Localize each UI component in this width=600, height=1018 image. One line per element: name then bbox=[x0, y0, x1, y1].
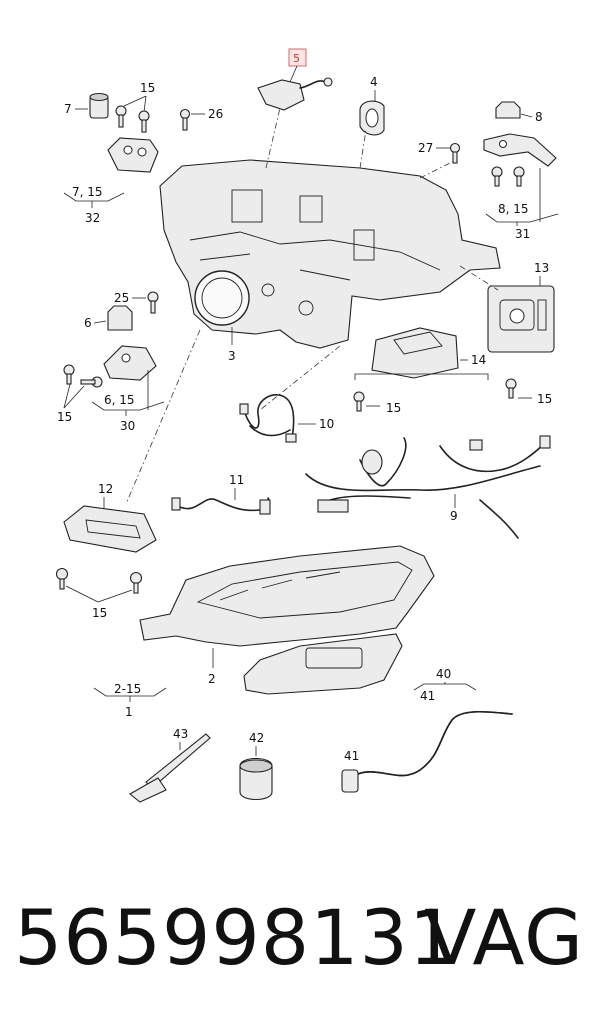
callout-3: 3 bbox=[228, 349, 236, 363]
callout-1: 1 bbox=[125, 705, 133, 719]
brand-name: VAG bbox=[424, 893, 584, 982]
callout-32-sub: 7, 15 bbox=[72, 185, 103, 199]
callout-15-left: 15 bbox=[57, 410, 72, 424]
part-3-headlight-housing[interactable]: 3 bbox=[159, 159, 501, 363]
callout-15-mid: 15 bbox=[386, 401, 401, 415]
callout-41-top: 41 bbox=[420, 689, 435, 703]
part-7-nut[interactable]: 7 bbox=[64, 92, 109, 119]
callout-5-box bbox=[288, 48, 307, 67]
callout-10: 10 bbox=[319, 417, 334, 431]
callout-30-sub: 6, 15 bbox=[104, 393, 135, 407]
part-1-assembly: 2-15 1 bbox=[93, 682, 167, 719]
callout-13: 13 bbox=[534, 261, 549, 275]
actuator-body bbox=[257, 79, 305, 111]
callout-15-right: 15 bbox=[537, 392, 552, 406]
part-40-hose[interactable]: 40 41 41 bbox=[341, 667, 513, 793]
part-43-cable-tie[interactable]: 43 bbox=[129, 727, 211, 803]
callout-1-sub: 2-15 bbox=[114, 682, 141, 696]
callout-27: 27 bbox=[418, 141, 433, 155]
callout-30: 30 bbox=[120, 419, 135, 433]
part-31-bracket[interactable]: 8, 15 31 bbox=[483, 133, 559, 241]
callout-2: 2 bbox=[208, 672, 216, 686]
part-10-wiring[interactable]: 10 bbox=[239, 394, 334, 443]
callout-25: 25 bbox=[114, 291, 129, 305]
callout-8: 8 bbox=[535, 110, 543, 124]
part-4-grommet[interactable]: 4 bbox=[359, 75, 385, 136]
part-26-screw[interactable]: 26 bbox=[179, 107, 224, 131]
callout-12: 12 bbox=[98, 482, 113, 496]
callout-15-bottom: 15 bbox=[92, 606, 107, 620]
part-27-screw[interactable]: 27 bbox=[418, 141, 461, 164]
part-32-bracket[interactable]: 7, 15 32 bbox=[63, 137, 159, 225]
callout-14: 14 bbox=[471, 353, 486, 367]
callout-42: 42 bbox=[249, 731, 264, 745]
part-15-screws-top[interactable]: 15 bbox=[115, 81, 155, 133]
part-25-screw[interactable]: 25 bbox=[114, 291, 159, 314]
callout-32: 32 bbox=[85, 211, 100, 225]
part-11-wiring[interactable]: 11 bbox=[171, 473, 271, 515]
part-13-control-unit[interactable]: 13 bbox=[487, 261, 555, 353]
callout-7: 7 bbox=[64, 102, 72, 116]
part-15-screw-mid[interactable]: 15 15 bbox=[353, 378, 552, 415]
part-5-actuator[interactable]: 5 bbox=[257, 48, 333, 111]
exploded-parts-diagram: 5 4 7 15 26 bbox=[55, 48, 559, 803]
callout-31-sub: 8, 15 bbox=[498, 202, 529, 216]
callout-6: 6 bbox=[84, 316, 92, 330]
callout-15-top: 15 bbox=[140, 81, 155, 95]
callout-4: 4 bbox=[370, 75, 378, 89]
part-15-screws-bottom[interactable]: 15 bbox=[55, 567, 143, 621]
part-number: 565998131 bbox=[14, 893, 459, 982]
part-42-grommet[interactable]: 42 bbox=[239, 731, 273, 801]
part-9-main-harness[interactable]: 9 bbox=[305, 435, 551, 539]
part-30-bracket[interactable]: 15 6, 15 30 bbox=[57, 345, 165, 433]
callout-31: 31 bbox=[515, 227, 530, 241]
callout-11: 11 bbox=[229, 473, 244, 487]
callout-41-bottom: 41 bbox=[344, 749, 359, 763]
callout-40: 40 bbox=[436, 667, 451, 681]
part-14-ballast[interactable]: 14 bbox=[354, 327, 489, 380]
callout-5: 5 bbox=[293, 52, 300, 65]
part-8-nut[interactable]: 8 bbox=[495, 101, 543, 124]
callout-9: 9 bbox=[450, 509, 458, 523]
callout-26: 26 bbox=[208, 107, 223, 121]
part-12-module[interactable]: 12 bbox=[63, 482, 157, 553]
callout-43: 43 bbox=[173, 727, 188, 741]
part-6-nut[interactable]: 6 bbox=[84, 305, 133, 331]
part-2-headlight-lens[interactable]: 2 bbox=[139, 545, 435, 695]
assembly-leader-lines bbox=[125, 107, 499, 505]
